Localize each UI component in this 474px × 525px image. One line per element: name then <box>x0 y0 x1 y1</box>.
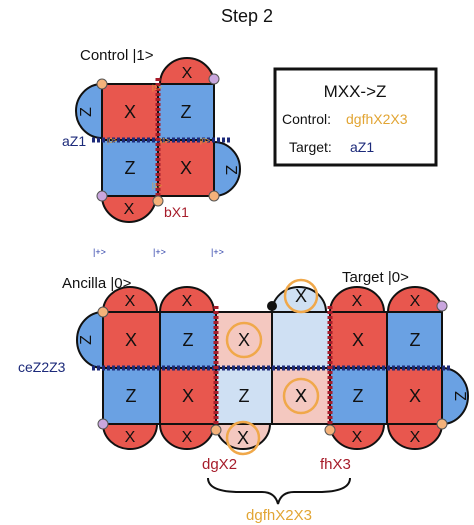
bottom-cap-x-label: X <box>352 293 363 310</box>
ancilla-ring <box>282 377 320 415</box>
top-cap-z-right <box>213 140 241 198</box>
bottom-cell <box>102 367 161 425</box>
ancilla-ring <box>225 420 261 456</box>
bottom-cap-z-right-label: Z <box>451 391 468 401</box>
bottom-cap-x-label: X <box>125 429 136 446</box>
top-ket-label: |1> <box>152 183 162 190</box>
top-qubit <box>208 190 220 202</box>
bottom-cell <box>215 367 273 425</box>
top-cell-x-2 <box>157 139 215 197</box>
bottom-cap-z-left-label: Z <box>78 335 95 345</box>
bottom-qubit <box>324 424 336 436</box>
legend-control-value: dgfhX2X3 <box>346 111 408 127</box>
ancilla-ring-label: X <box>238 330 250 350</box>
bottom-cell-label: X <box>125 330 137 350</box>
bottom-cell <box>159 367 217 425</box>
legend-target-label: Target: <box>289 139 332 155</box>
ancilla-ring-label: X <box>295 386 307 406</box>
ancilla-ring-label: X <box>237 428 249 448</box>
top-ket-label: |0> <box>107 138 117 145</box>
bottom-qubit <box>436 300 448 312</box>
bottom-cap-x <box>328 286 386 313</box>
top-cap-z-left-label: Z <box>78 107 95 117</box>
diagram-title: Step 2 <box>221 6 273 26</box>
top-cap-x-top-label: X <box>182 65 193 82</box>
top-cell-x-2-label: X <box>180 158 192 178</box>
bottom-cap-x <box>158 286 216 313</box>
bottom-cell-label: Z <box>353 386 364 406</box>
bottom-cell <box>271 311 331 369</box>
bottom-cap-x <box>386 423 444 450</box>
legend-box <box>273 67 438 167</box>
cez2z3-label: ceZ2Z3 <box>18 359 66 375</box>
bottom-cap-z-right <box>441 366 469 426</box>
top-ket-label: |1> <box>160 138 170 145</box>
top-cap-x-bottom-label: X <box>124 201 135 218</box>
ancilla-label: Ancilla |0> <box>62 275 132 292</box>
bottom-cap-x-label: X <box>182 293 193 310</box>
bottom-cap-x <box>101 286 159 313</box>
top-cell-z-2-label: Z <box>125 158 136 178</box>
bottom-cell-label: X <box>182 386 194 406</box>
top-cell-z-1-label: Z <box>181 102 192 122</box>
bottom-qubit <box>210 424 222 436</box>
bottom-cell-label: Z <box>410 330 421 350</box>
top-cap-z-left <box>75 82 103 140</box>
ancilla-ring <box>225 321 263 359</box>
top-cap-z-right-label: Z <box>222 165 239 175</box>
bx1-label: bX1 <box>164 204 189 220</box>
bottom-cell <box>386 367 443 425</box>
plus-state-label: |+> <box>211 247 224 257</box>
target-label: Target |0> <box>342 269 409 286</box>
bottom-cell-label: Z <box>239 386 250 406</box>
bottom-cell <box>159 311 217 369</box>
bottom-cap-x-label: X <box>182 429 193 446</box>
bottom-cap-x-label: X <box>410 293 421 310</box>
bottom-cell <box>215 311 273 369</box>
bottom-cell <box>329 367 388 425</box>
top-qubit <box>96 78 108 90</box>
bottom-cell-label: X <box>352 330 364 350</box>
dgfhx2x3-label: dgfhX2X3 <box>246 507 312 524</box>
bottom-qubit <box>97 306 109 318</box>
bottom-cap-x-label: X <box>125 293 136 310</box>
bottom-cell <box>386 311 443 369</box>
bottom-cap-z-left <box>76 310 104 370</box>
top-ket-label: |0> <box>200 138 210 145</box>
top-cell-x-1-label: X <box>124 102 136 122</box>
top-qubit <box>152 195 164 207</box>
bottom-cell-label: Z <box>183 330 194 350</box>
bottom-cap-x <box>101 423 159 450</box>
bottom-cell-label: X <box>409 386 421 406</box>
bottom-qubit <box>436 418 448 430</box>
bottom-cell-label: Z <box>126 386 137 406</box>
top-qubit <box>96 190 108 202</box>
az1-label: aZ1 <box>62 133 86 149</box>
bottom-cell <box>271 367 331 425</box>
bottom-cap-x-label: X <box>352 429 363 446</box>
legend-target-value: aZ1 <box>350 139 374 155</box>
curly-brace <box>207 477 351 505</box>
ancilla-ring-label: X <box>295 286 307 306</box>
bottom-qubit <box>97 418 109 430</box>
legend-title: MXX->Z <box>324 82 387 101</box>
plus-state-label: |+> <box>93 247 106 257</box>
ancilla-ring <box>283 278 319 314</box>
bottom-cell-label: X <box>295 386 307 406</box>
control-label: Control |1> <box>80 47 154 64</box>
plus-state-label: |+> <box>153 247 166 257</box>
fhx3-label: fhX3 <box>320 456 351 473</box>
top-qubit <box>208 73 220 85</box>
legend-control-label: Control: <box>282 111 331 127</box>
top-cell-z-1 <box>157 83 215 141</box>
dgx2-label: dgX2 <box>202 456 237 473</box>
top-ket-label: |1> <box>152 85 162 92</box>
bottom-qubit <box>267 301 277 311</box>
top-cell-x-1 <box>101 83 159 141</box>
bottom-cap-x-label: X <box>410 429 421 446</box>
